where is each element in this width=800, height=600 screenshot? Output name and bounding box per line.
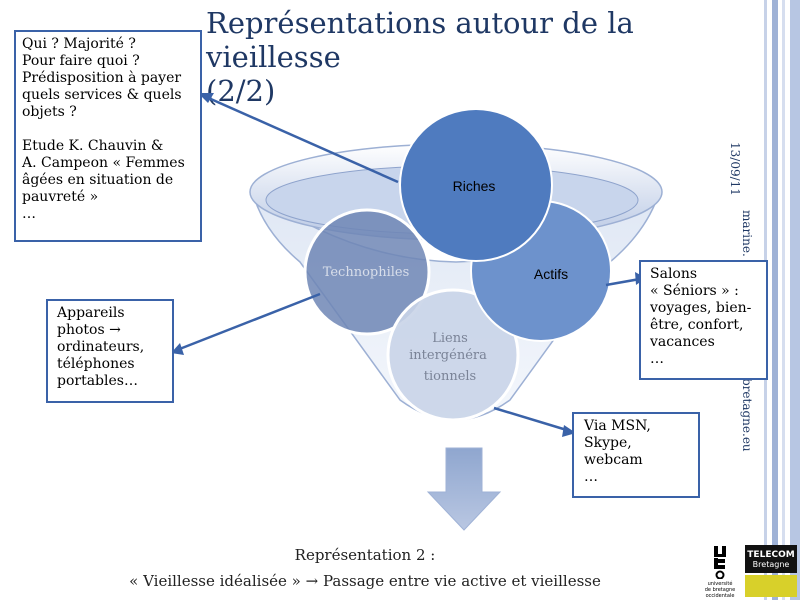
label-riches: Riches	[453, 178, 496, 194]
box-spacer	[22, 121, 194, 138]
arrowhead-top-left	[198, 93, 214, 103]
univ-text-2: de bretagne	[704, 587, 736, 593]
arrow-to-right-box	[605, 277, 641, 287]
univ-text-3: occidentale	[705, 593, 735, 599]
telecom-logo-subtext: Bretagne	[752, 560, 790, 569]
caption-line-2: « Vieillesse idéalisée » → Passage entre…	[129, 572, 601, 590]
circle-technophiles	[303, 208, 431, 336]
box-devices-line: ordinateurs,	[57, 339, 145, 355]
box-questions-line: …	[22, 206, 36, 222]
arrowhead-mid-left	[171, 343, 184, 355]
box-devices-line: portables…	[57, 373, 138, 389]
box-devices-line: photos →	[57, 322, 121, 338]
box-devices-line: téléphones	[57, 356, 135, 372]
label-technophiles: Technophiles	[323, 265, 410, 280]
box-communication: Via MSN, Skype, webcam …	[572, 412, 700, 498]
box-salons-line: « Séniors » :	[650, 283, 739, 299]
slide-caption: Représentation 2 : « Vieillesse idéalisé…	[0, 542, 730, 594]
box-questions-line: A. Campeon « Femmes	[22, 155, 185, 171]
label-liens-2: intergénéra	[409, 348, 487, 363]
box-salons: Salons « Séniors » : voyages, bien- être…	[639, 260, 768, 380]
title-line-1: Représentations autour de la vieillesse	[206, 6, 634, 74]
telecom-logo-band	[745, 575, 797, 597]
down-arrow	[426, 447, 502, 531]
box-salons-line: voyages, bien-	[650, 300, 752, 316]
arrow-to-mid-left-box	[176, 292, 321, 352]
label-liens-3: tionnels	[424, 369, 476, 384]
arrow-to-top-left-box	[203, 94, 399, 184]
circle-riches	[399, 108, 553, 262]
box-questions-line: pauvreté »	[22, 189, 99, 205]
caption-line-1: Représentation 2 :	[294, 546, 436, 564]
box-salons-line: être, confort,	[650, 317, 744, 333]
box-devices: Appareils photos → ordinateurs, téléphon…	[46, 299, 174, 403]
ubo-logo-mark	[714, 546, 726, 580]
box-devices-line: Appareils	[57, 305, 125, 321]
box-salons-line: …	[650, 351, 664, 367]
label-actifs: Actifs	[534, 266, 568, 282]
slide-title: Représentations autour de la vieillesse …	[206, 6, 776, 108]
box-communication-line: …	[584, 469, 598, 485]
arrow-to-bottom-right-box	[493, 406, 571, 433]
box-questions-line: âgées en situation de	[22, 172, 174, 188]
box-salons-line: vacances	[650, 334, 715, 350]
box-communication-line: Via MSN,	[584, 418, 651, 434]
telecom-logo-text: TELECOM	[747, 550, 795, 560]
telecom-bretagne-logo: TELECOM Bretagne	[745, 545, 797, 597]
box-questions-line: objets ?	[22, 104, 77, 120]
box-questions-line: quels services & quels	[22, 87, 182, 103]
box-communication-line: webcam	[584, 452, 643, 468]
box-questions-line: Pour faire quoi ?	[22, 53, 140, 69]
box-questions-line: Etude K. Chauvin &	[22, 138, 164, 154]
circle-liens	[386, 288, 520, 422]
label-liens-1: Liens	[432, 331, 468, 346]
box-salons-line: Salons	[650, 266, 698, 282]
university-logo: université de bretagne occidentale	[702, 545, 738, 599]
box-communication-line: Skype,	[584, 435, 632, 451]
box-questions-line: Qui ? Majorité ?	[22, 36, 136, 52]
box-questions: Qui ? Majorité ? Pour faire quoi ? Prédi…	[14, 30, 202, 242]
box-questions-line: Prédisposition à payer	[22, 70, 182, 86]
univ-text-1: université	[707, 581, 733, 587]
